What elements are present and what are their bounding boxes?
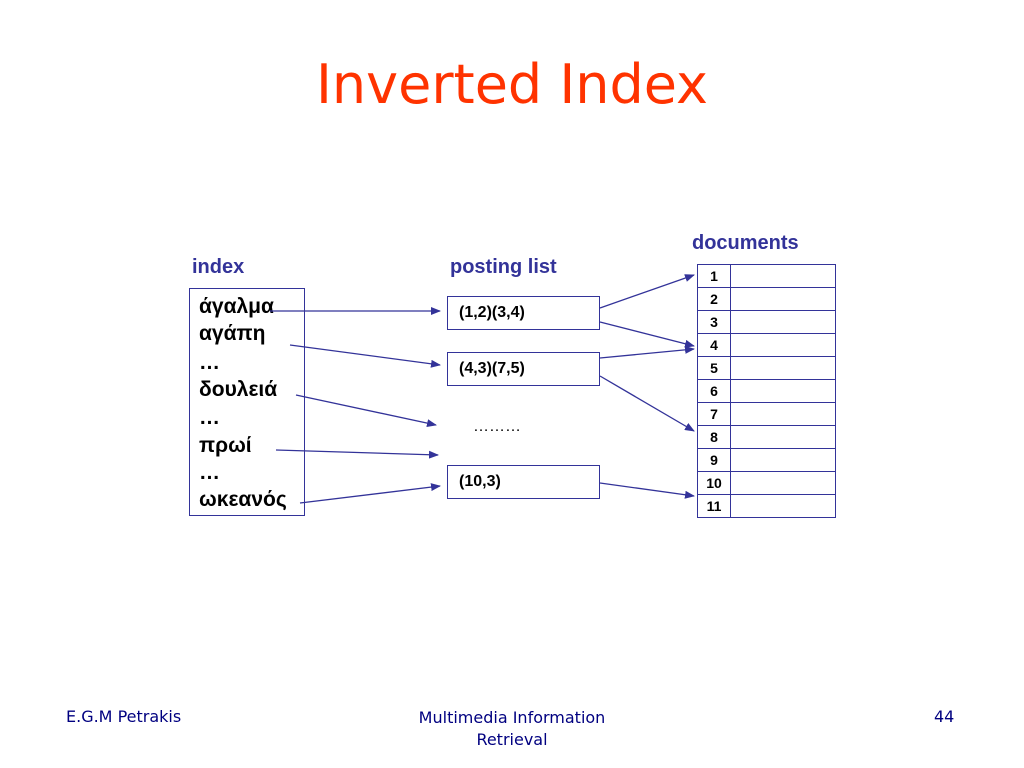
- index-term: …: [199, 406, 220, 429]
- document-number: 7: [697, 402, 731, 426]
- document-cell: [730, 402, 836, 426]
- document-cell: [730, 494, 836, 518]
- index-term: πρωί: [199, 434, 252, 457]
- arrow: [599, 482, 695, 499]
- document-cell: [730, 471, 836, 495]
- slide-title: Inverted Index: [315, 53, 709, 116]
- index-term: …: [199, 351, 220, 374]
- posting-box: (4,3)(7,5): [447, 352, 600, 386]
- arrow: [295, 394, 437, 428]
- arrow: [599, 345, 695, 359]
- arrow: [289, 344, 441, 368]
- footer-page-number: 44: [934, 707, 955, 726]
- footer-course: Multimedia Information Retrieval: [362, 707, 662, 752]
- document-number: 11: [697, 494, 731, 518]
- document-number: 1: [697, 264, 731, 288]
- arrow: [599, 274, 695, 309]
- footer-course-line1: Multimedia Information: [418, 708, 606, 727]
- posting-list-header: posting list: [450, 256, 557, 278]
- footer-course-line2: Retrieval: [476, 730, 548, 750]
- document-row: 11: [697, 494, 836, 518]
- footer-author: E.G.M Petrakis: [66, 707, 182, 726]
- index-term: άγαλμα: [199, 295, 274, 318]
- document-row: 3: [697, 310, 836, 334]
- arrow: [299, 483, 441, 504]
- index-term: δουλειά: [199, 378, 278, 401]
- document-cell: [730, 333, 836, 357]
- document-cell: [730, 287, 836, 311]
- arrow: [599, 321, 695, 348]
- index-term: ωκεανός: [199, 488, 287, 511]
- document-number: 10: [697, 471, 731, 495]
- document-row: 10: [697, 471, 836, 495]
- documents-header: documents: [692, 232, 799, 254]
- document-row: 9: [697, 448, 836, 472]
- index-term: …: [199, 461, 220, 484]
- document-row: 1: [697, 264, 836, 288]
- documents-table: 1 2 3 4 5 6 7 8 9 10 11: [697, 264, 836, 518]
- index-header: index: [192, 256, 245, 278]
- arrow: [599, 375, 695, 432]
- arrow: [275, 449, 439, 459]
- document-row: 6: [697, 379, 836, 403]
- document-row: 7: [697, 402, 836, 426]
- index-box: [189, 288, 305, 516]
- posting-ellipsis: ………: [473, 418, 521, 435]
- posting-box: (10,3): [447, 465, 600, 499]
- index-term: αγάπη: [199, 322, 266, 345]
- document-row: 2: [697, 287, 836, 311]
- document-cell: [730, 310, 836, 334]
- posting-box: (1,2)(3,4): [447, 296, 600, 330]
